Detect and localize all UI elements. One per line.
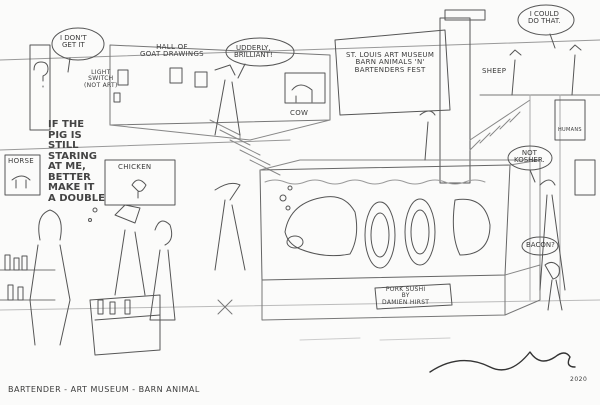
fest-banner	[334, 29, 451, 116]
speech-could-do: I COULD DO THAT.	[528, 10, 561, 26]
bartender-thought: IF THE PIG IS STILL STARING AT ME, BETTE…	[48, 119, 105, 204]
bar-counter	[89, 294, 161, 356]
goat-upper	[214, 64, 241, 136]
pig-snout	[286, 235, 304, 249]
woman-figure	[149, 220, 176, 321]
cartoon-caption: BARTENDER - ART MUSEUM - BARN ANIMAL	[8, 385, 200, 394]
light-switch	[113, 92, 121, 103]
sign-pork-sushi: PORK SUSHI BY DAMIEN HIRST	[382, 286, 430, 306]
artist-signature	[429, 351, 576, 373]
sign-humans: HUMANS	[558, 127, 582, 133]
cartoon-year: 2020	[570, 376, 588, 383]
sign-sheep: SHEEP	[482, 67, 507, 75]
sign-goat-hall: HALL OF GOAT DRAWINGS	[140, 43, 204, 59]
cow-painting	[284, 72, 326, 104]
bubble-udderly	[225, 37, 295, 67]
piglet-figure	[544, 261, 563, 311]
speech-bacon: BACON?	[526, 241, 555, 249]
goat-figure	[214, 182, 246, 271]
bartender-center	[114, 204, 146, 296]
goat-right	[539, 179, 566, 291]
pig-slice-2	[404, 198, 436, 266]
bubble-could-do	[517, 4, 575, 36]
question-mark	[33, 61, 49, 88]
pig-tail-end	[452, 198, 491, 256]
speech-udderly: UDDERLY, BRILLIANT!	[234, 44, 273, 60]
pig-slice-1	[364, 201, 396, 269]
pig-head	[284, 196, 358, 257]
bubble-bacon	[521, 236, 559, 256]
sign-fest-banner: ST. LOUIS ART MUSEUM BARN ANIMALS 'N' BA…	[346, 51, 435, 74]
speech-dont-get-it: I DON'T GET IT	[60, 34, 87, 50]
artwork-plaque	[374, 283, 453, 310]
portrait-frame	[554, 99, 586, 141]
sign-horse: HORSE	[8, 157, 35, 165]
right-column	[439, 17, 471, 184]
bubble-dont-get-it	[51, 27, 105, 61]
sign-cow: COW	[290, 109, 309, 117]
sign-chicken: CHICKEN	[118, 163, 152, 171]
chicken-painting	[104, 159, 176, 206]
left-pillar	[29, 44, 51, 131]
horse-painting	[4, 154, 41, 196]
speech-not-kosher: NOT KOSHER.	[514, 149, 545, 165]
sign-light-switch: LIGHT SWITCH (NOT ART)	[84, 69, 118, 89]
bartender-left	[29, 209, 71, 346]
